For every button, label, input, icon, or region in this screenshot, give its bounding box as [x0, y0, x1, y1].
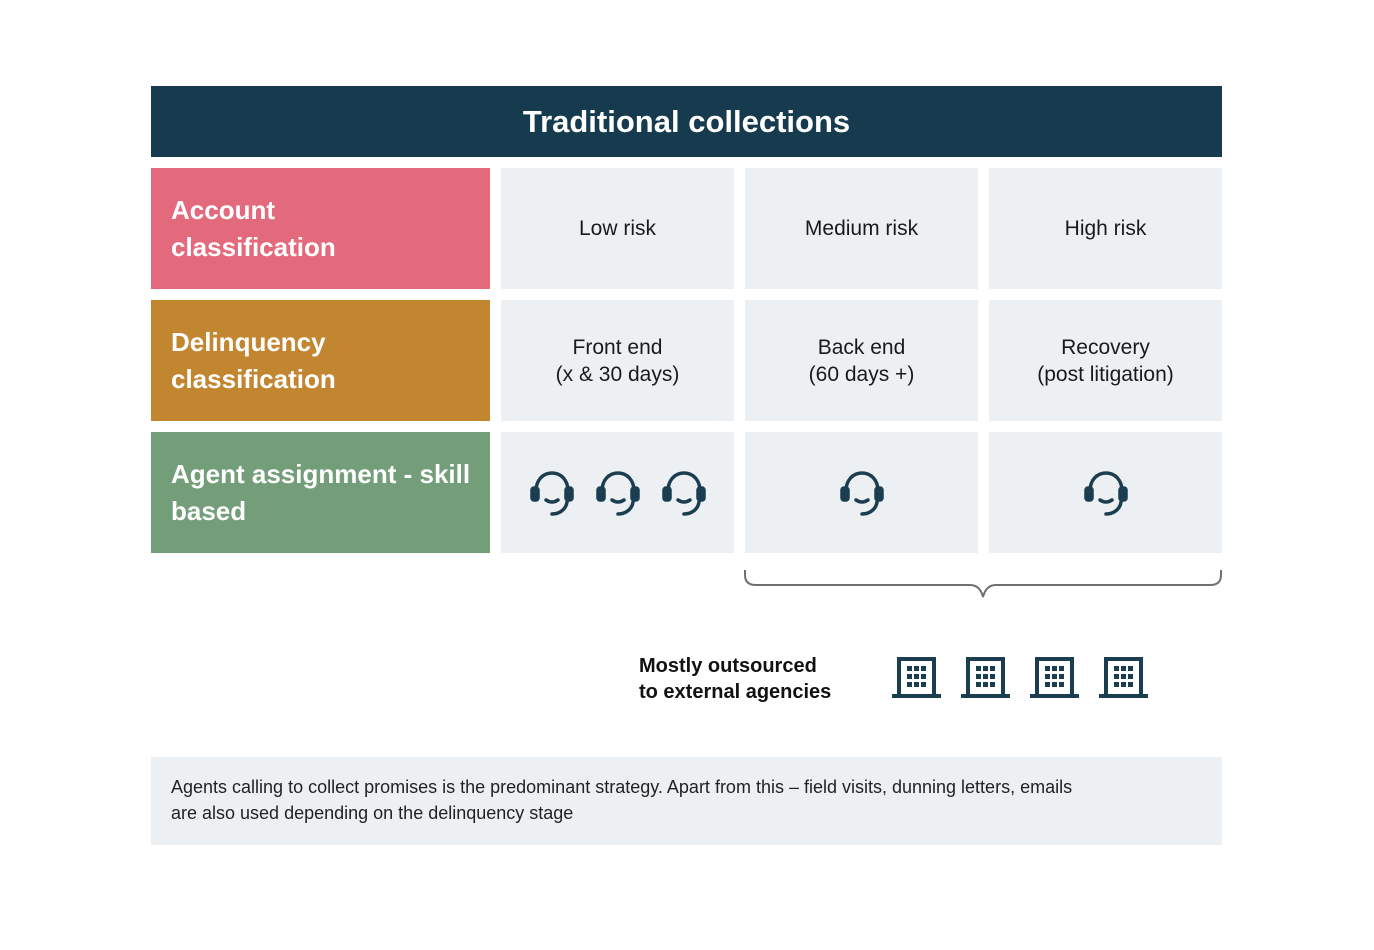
row-label-line: Agent assignment -	[171, 458, 413, 489]
cell-subtext: (x & 30 days)	[555, 362, 680, 386]
cell-text: High risk	[1064, 217, 1147, 240]
row-label-line: Delinquency	[171, 326, 326, 357]
row-label-line: classification	[171, 231, 336, 262]
cell-front-end: Front end (x & 30 days)	[501, 300, 734, 421]
cell-high-risk: High risk	[989, 168, 1222, 289]
building-icon	[960, 654, 1011, 705]
cell-subtext: (60 days +)	[808, 362, 915, 386]
cell-text: Recovery	[1061, 335, 1150, 359]
building-icon	[1029, 654, 1080, 705]
cell-text: Front end	[572, 335, 663, 359]
row-label-line: classification	[171, 363, 336, 394]
headset-icon	[527, 467, 577, 519]
cell-agents-back-end	[745, 432, 978, 553]
row-label-account-classification: Account classification	[151, 168, 490, 289]
footer-note: Agents calling to collect promises is th…	[151, 757, 1222, 845]
row-label-delinquency-classification: Delinquency classification	[151, 300, 490, 421]
cell-back-end: Back end (60 days +)	[745, 300, 978, 421]
cell-subtext: (post litigation)	[1037, 362, 1174, 386]
cell-recovery: Recovery (post litigation)	[989, 300, 1222, 421]
building-icon	[891, 654, 942, 705]
footer-line: Agents calling to collect promises is th…	[171, 777, 1073, 797]
outsourced-line: Mostly outsourced	[639, 655, 817, 677]
outsourced-note: Mostly outsourced to external agencies	[639, 653, 879, 705]
headset-icon	[837, 467, 887, 519]
cell-text: Medium risk	[804, 217, 919, 240]
row-label-line: skill based	[171, 458, 471, 526]
headset-icon	[593, 467, 643, 519]
building-icon	[1098, 654, 1149, 705]
curly-brace	[744, 570, 1222, 598]
headset-icon	[1081, 467, 1131, 519]
building-group	[891, 654, 1149, 705]
headset-icon	[659, 467, 709, 519]
cell-text: Back end	[817, 335, 906, 359]
cell-medium-risk: Medium risk	[745, 168, 978, 289]
diagram-title: Traditional collections	[151, 86, 1222, 157]
cell-text: Low risk	[578, 217, 657, 240]
cell-low-risk: Low risk	[501, 168, 734, 289]
cell-agents-front-end	[501, 432, 734, 553]
row-label-agent-assignment: Agent assignment - skill based	[151, 432, 490, 553]
footer-line: are also used depending on the delinquen…	[171, 803, 574, 823]
row-label-line: Account	[171, 194, 275, 225]
cell-agents-recovery	[989, 432, 1222, 553]
headset-group	[527, 467, 709, 519]
outsourced-line: to external agencies	[639, 681, 832, 703]
